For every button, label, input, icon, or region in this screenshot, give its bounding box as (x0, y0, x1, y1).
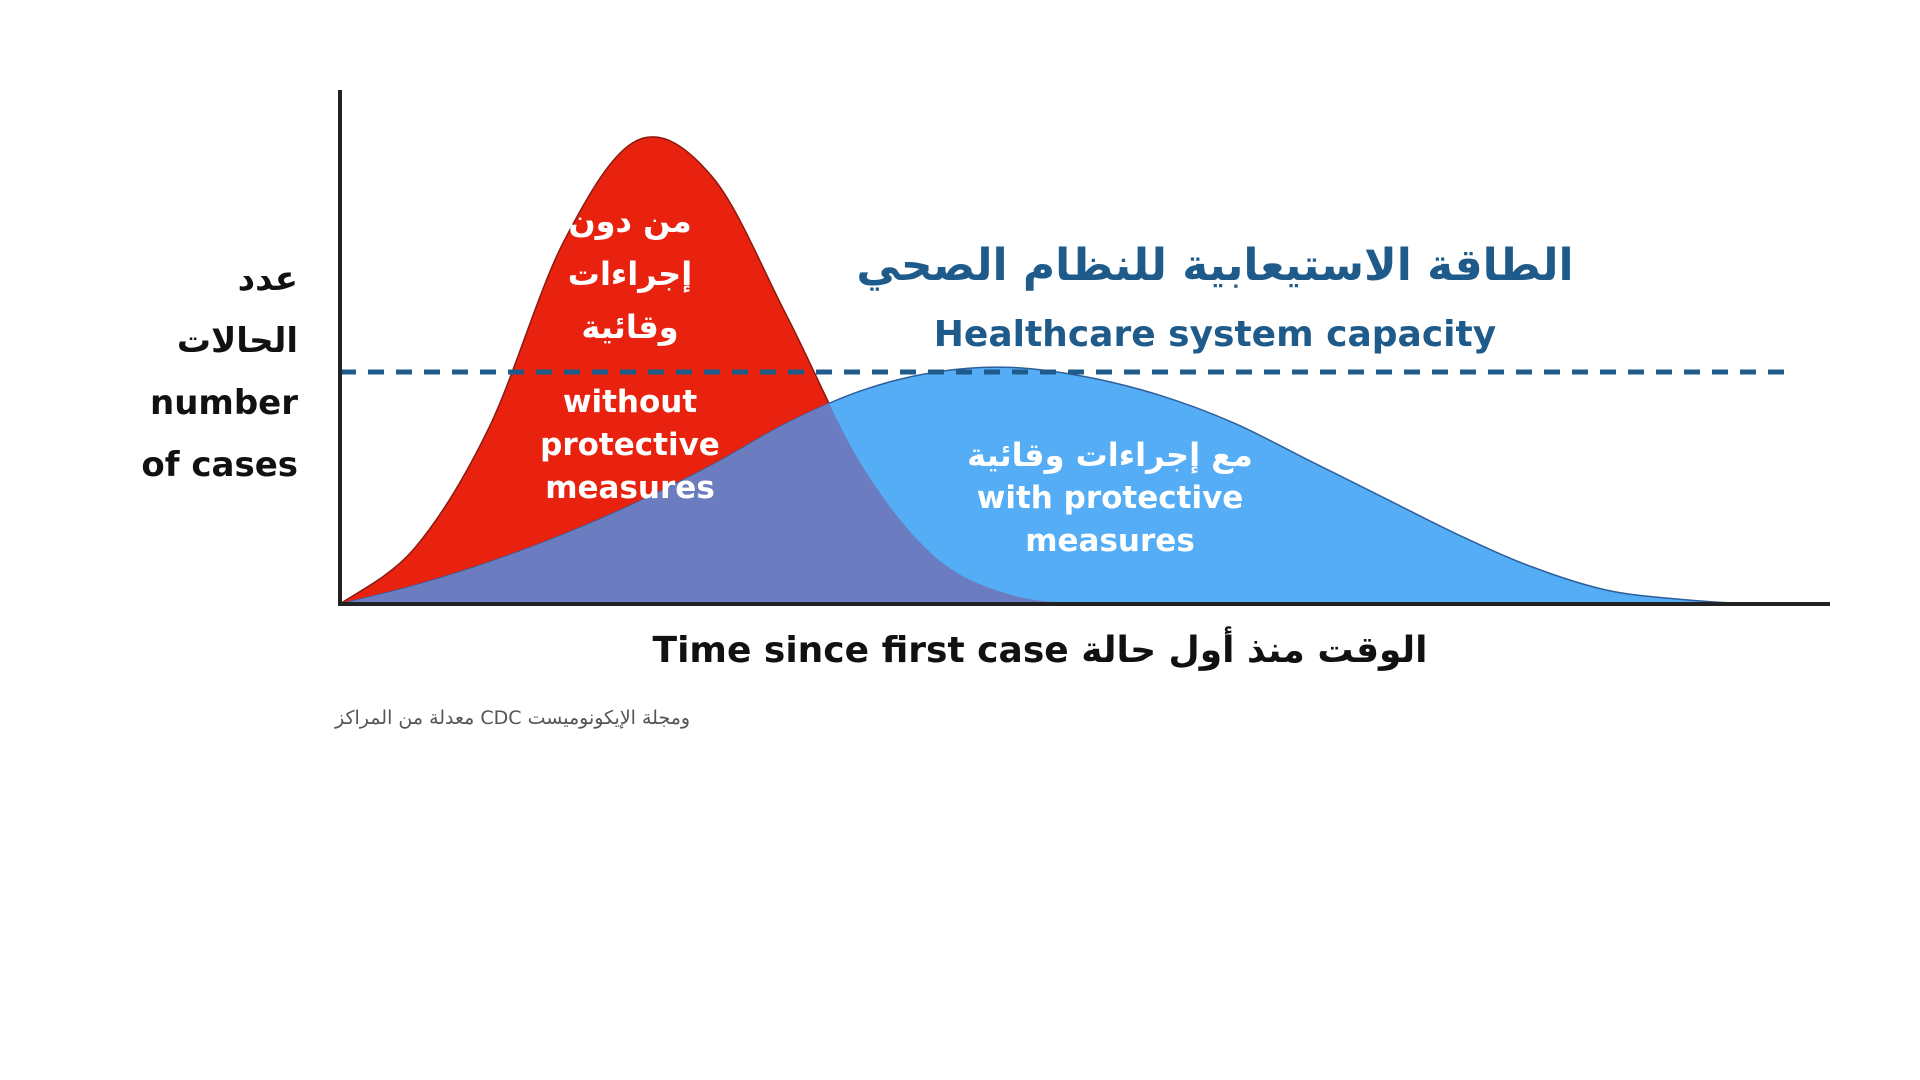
without-label-ar-2: إجراءات (568, 255, 692, 294)
without-label-en-3: measures (545, 470, 715, 506)
with-label-en-1: with protective (977, 480, 1244, 516)
capacity-label: الطاقة الاستيعابية للنظام الصحي Healthca… (856, 240, 1573, 355)
curve-areas (337, 136, 1830, 605)
without-label-en-2: protective (540, 427, 720, 463)
without-label-ar-1: من دون (568, 202, 691, 240)
y-axis-label-line-4: of cases (141, 445, 298, 485)
with-label-ar: مع إجراءات وقائية (967, 436, 1253, 475)
without-label-ar-3: وقائية (581, 308, 678, 346)
series-label-with: مع إجراءات وقائية with protective measur… (967, 436, 1253, 559)
y-axis-label-line-3: number (150, 383, 298, 423)
y-axis-label-line-1: عدد (238, 259, 298, 299)
y-axis-label-line-2: الحالات (177, 321, 298, 361)
with-label-en-2: measures (1025, 523, 1195, 559)
capacity-label-english: Healthcare system capacity (934, 314, 1496, 355)
y-axis-label: عدد الحالات number of cases (141, 259, 298, 485)
source-note: معدلة من المراكز CDC ومجلة الإيكونوميست (334, 707, 690, 729)
x-axis-label: Time since first case الوقت منذ أول حالة (653, 626, 1428, 671)
capacity-label-arabic: الطاقة الاستيعابية للنظام الصحي (856, 240, 1573, 291)
without-label-en-1: without (563, 384, 698, 420)
series-label-without: من دون إجراءات وقائية without protective… (540, 202, 720, 506)
